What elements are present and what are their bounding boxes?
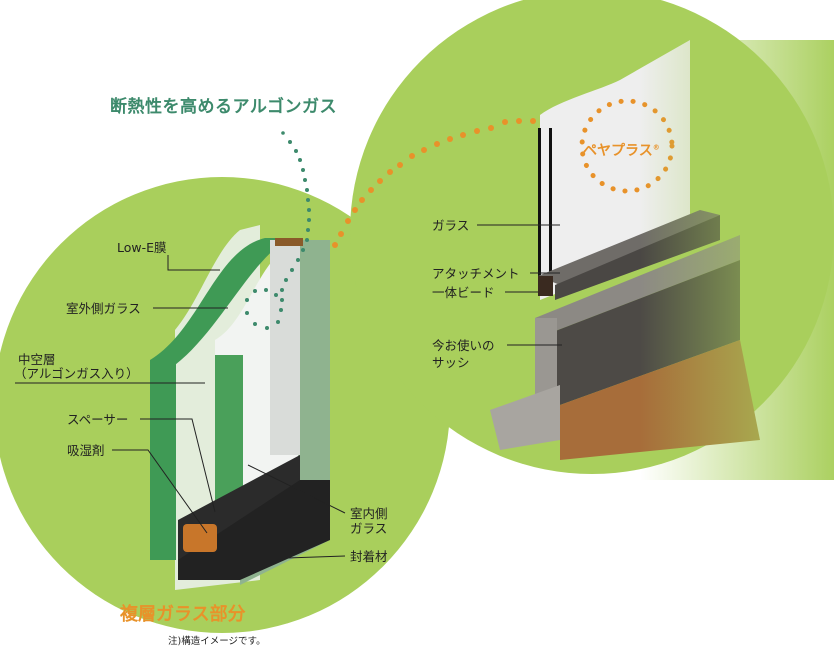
right-leader-lines [477, 224, 562, 346]
label-air-layer: 中空層 [18, 352, 56, 367]
desiccant-beads [183, 524, 217, 552]
registered-mark: ® [652, 143, 660, 152]
argon-dotted-line [245, 131, 311, 330]
brand-logo: ペヤプラス® [583, 140, 660, 160]
image-note: 注)構造イメージです。 [168, 636, 266, 647]
brand-name: ペヤプラス [583, 143, 653, 159]
label-sash: 今お使いの [432, 338, 495, 353]
label-low-e: Low-E膜 [117, 240, 167, 255]
label-desiccant: 吸湿剤 [67, 443, 105, 458]
edge-fade [640, 40, 834, 480]
label-glass: ガラス [432, 218, 470, 233]
label-bead: 一体ビード [432, 285, 495, 300]
label-air-layer-argon: （アルゴンガス入り） [14, 366, 139, 381]
outer-glass-pane [150, 360, 176, 560]
label-inner-glass-2: ガラス [350, 521, 388, 536]
label-spacer: スペーサー [67, 412, 129, 427]
left-leader-lines [15, 255, 346, 561]
sealant [178, 480, 330, 580]
spacer-bar [270, 240, 300, 455]
argon-gas-heading: 断熱性を高めるアルゴンガス [110, 97, 337, 117]
label-outer-glass: 室外側ガラス [66, 301, 141, 316]
section-title: 複層ガラス部分 [120, 604, 246, 625]
label-sash-2: サッシ [432, 355, 470, 370]
label-sealant: 封着材 [350, 549, 388, 564]
label-inner-glass: 室内側 [350, 506, 388, 521]
label-attachment: アタッチメント [432, 266, 520, 281]
